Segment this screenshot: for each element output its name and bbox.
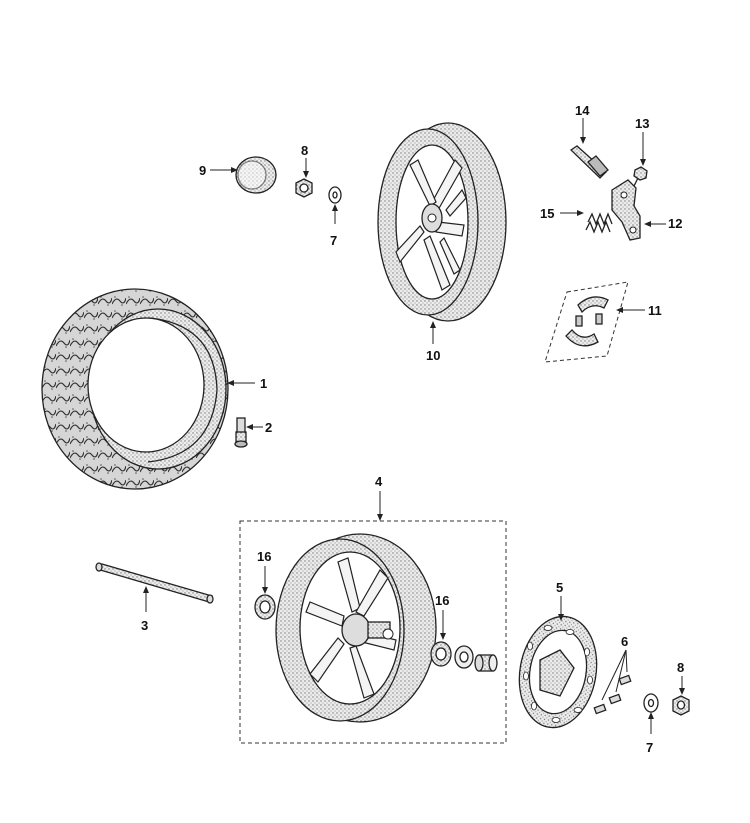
front-wheel-rim-part [275,533,437,723]
callout-label-4: 4 [375,474,383,489]
callout-9: 9 [199,163,238,178]
callout-15: 15 [540,206,584,221]
washer-part-bottom [643,693,659,713]
callout-label-7-top: 7 [330,233,337,248]
callout-label-1: 1 [260,376,267,391]
valve-stem-part [234,417,248,448]
callout-14: 14 [575,103,590,144]
brake-cam-part [569,145,609,179]
callout-label-11: 11 [648,303,662,318]
brake-disc-part [518,615,598,729]
tyre-part [41,288,229,490]
brake-arm-part [611,179,641,241]
callout-2: 2 [246,420,272,435]
callout-label-14: 14 [575,103,590,118]
callout-16-right: 16 [435,593,449,640]
callout-label-10: 10 [426,348,440,363]
callout-1: 1 [227,376,267,391]
callout-label-5: 5 [556,580,563,595]
callout-label-8-top: 8 [301,143,308,158]
callout-6: 6 [601,634,628,701]
callout-label-15: 15 [540,206,554,221]
callout-8-top: 8 [301,143,309,178]
disc-bolts-part [593,674,632,715]
callout-16-left: 16 [257,549,271,594]
hub-cap-part [235,156,277,194]
callout-label-16-left: 16 [257,549,271,564]
callout-10: 10 [426,321,440,363]
callout-label-2: 2 [265,420,272,435]
brake-shoe-set-part [544,281,629,363]
oil-seal-part [454,645,474,669]
callout-3: 3 [141,586,149,633]
callout-12: 12 [644,216,682,231]
bearing-part-right [430,641,452,667]
callout-13: 13 [635,116,649,166]
front-axle-part [95,562,214,604]
spacer-collar-part [474,654,498,672]
return-spring-part [585,212,613,234]
callout-label-16-right: 16 [435,593,449,608]
callout-label-12: 12 [668,216,682,231]
washer-part-top [328,186,342,204]
callout-4: 4 [375,474,383,521]
bearing-part-left [254,594,276,620]
axle-nut-part-bottom [672,695,690,716]
rear-wheel-rim-part [377,122,507,322]
callout-label-13: 13 [635,116,649,131]
callout-label-7-bottom: 7 [646,740,653,755]
callout-8-bottom: 8 [677,660,685,695]
callout-label-9: 9 [199,163,206,178]
callout-5: 5 [556,580,564,621]
callout-7-bottom: 7 [646,712,654,755]
axle-nut-part-top [295,178,313,198]
front-wheel-group-box [239,520,507,744]
callout-label-6: 6 [621,634,628,649]
callout-label-8-bottom: 8 [677,660,684,675]
callout-label-3: 3 [141,618,148,633]
callout-7-top: 7 [330,204,338,248]
callout-11: 11 [616,303,662,318]
